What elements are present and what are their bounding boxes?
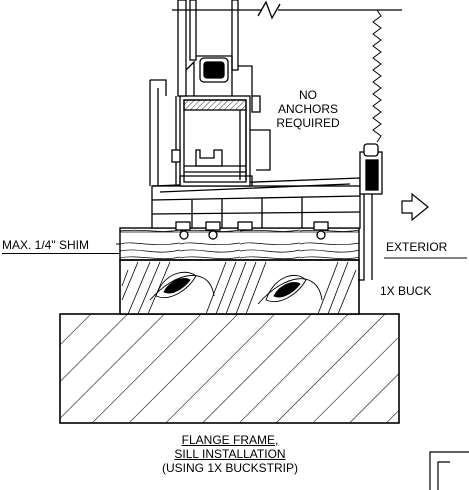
caption-line-2: SILL INSTALLATION (174, 447, 286, 461)
no-anchors-line-2: ANCHORS (277, 102, 338, 116)
exterior-wall-break (372, 9, 382, 143)
no-anchors-label: NO ANCHORS REQUIRED (268, 88, 348, 130)
drawing-caption: FLANGE FRAME, SILL INSTALLATION (USING 1… (130, 433, 330, 475)
no-anchors-line-1: NO (299, 88, 317, 102)
hollow-arrow-right-icon (401, 192, 429, 222)
leader-lines (116, 243, 467, 259)
detail-box-partial (429, 451, 469, 490)
break-line-icon (257, 0, 281, 20)
caption-line-1: FLANGE FRAME, (181, 433, 279, 447)
shim-label: MAX. 1/4" SHIM (2, 238, 120, 254)
buck-label: 1X BUCK (380, 284, 432, 298)
exterior-stop (359, 143, 383, 195)
window-sill-frame (149, 0, 373, 281)
buck-board (119, 259, 360, 315)
caption-line-3: (USING 1X BUCKSTRIP) (161, 461, 299, 475)
exterior-label: EXTERIOR (386, 240, 448, 254)
flange-frame (59, 313, 400, 424)
no-anchors-line-3: REQUIRED (276, 116, 340, 130)
